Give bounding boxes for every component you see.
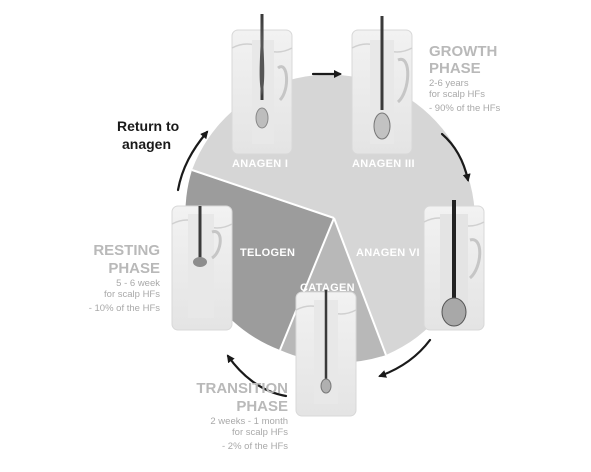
- cycle-arrow-icon: [176, 70, 471, 398]
- svg-text:RESTING: RESTING: [93, 242, 160, 259]
- segment-label-telogen: TELOGEN: [240, 247, 295, 259]
- follicle-anagen-3-icon: [351, 16, 413, 155]
- svg-text:PHASE: PHASE: [429, 60, 481, 77]
- segment-label-anagen-3: ANAGEN III: [352, 158, 415, 170]
- follicle-anagen-6-icon: [423, 200, 485, 331]
- svg-text:2 weeks - 1 month: 2 weeks - 1 month: [210, 416, 288, 427]
- follicle-anagen-1-icon: [231, 14, 293, 155]
- svg-text:anagen: anagen: [122, 136, 171, 152]
- svg-text:- 90% of the HFs: - 90% of the HFs: [429, 103, 501, 114]
- svg-text:- 2% of the HFs: - 2% of the HFs: [222, 441, 288, 452]
- svg-text:PHASE: PHASE: [108, 260, 160, 277]
- svg-text:TRANSITION: TRANSITION: [196, 380, 288, 397]
- follicle-catagen-icon: [295, 290, 357, 417]
- resting-phase-label: RESTING PHASE 5 - 6 week for scalp HFs -…: [89, 242, 161, 314]
- svg-text:for scalp HFs: for scalp HFs: [104, 289, 160, 300]
- svg-text:- 10% of the HFs: - 10% of the HFs: [89, 303, 161, 314]
- follicle-telogen-icon: [171, 205, 233, 331]
- svg-text:for scalp HFs: for scalp HFs: [232, 427, 288, 438]
- segment-label-anagen-1: ANAGEN I: [232, 158, 288, 170]
- segment-label-catagen: CATAGEN: [300, 282, 355, 294]
- svg-text:Return to: Return to: [117, 118, 179, 134]
- svg-text:for scalp HFs: for scalp HFs: [429, 89, 485, 100]
- return-to-anagen-label: Return to anagen: [117, 118, 179, 152]
- svg-text:GROWTH: GROWTH: [429, 43, 497, 60]
- svg-text:5 - 6 week: 5 - 6 week: [116, 278, 160, 289]
- svg-text:2-6 years: 2-6 years: [429, 78, 469, 89]
- transition-phase-label: TRANSITION PHASE 2 weeks - 1 month for s…: [196, 380, 288, 452]
- svg-text:PHASE: PHASE: [236, 398, 288, 415]
- segment-label-anagen-6: ANAGEN VI: [356, 247, 420, 259]
- growth-phase-label: GROWTH PHASE 2-6 years for scalp HFs - 9…: [429, 43, 501, 114]
